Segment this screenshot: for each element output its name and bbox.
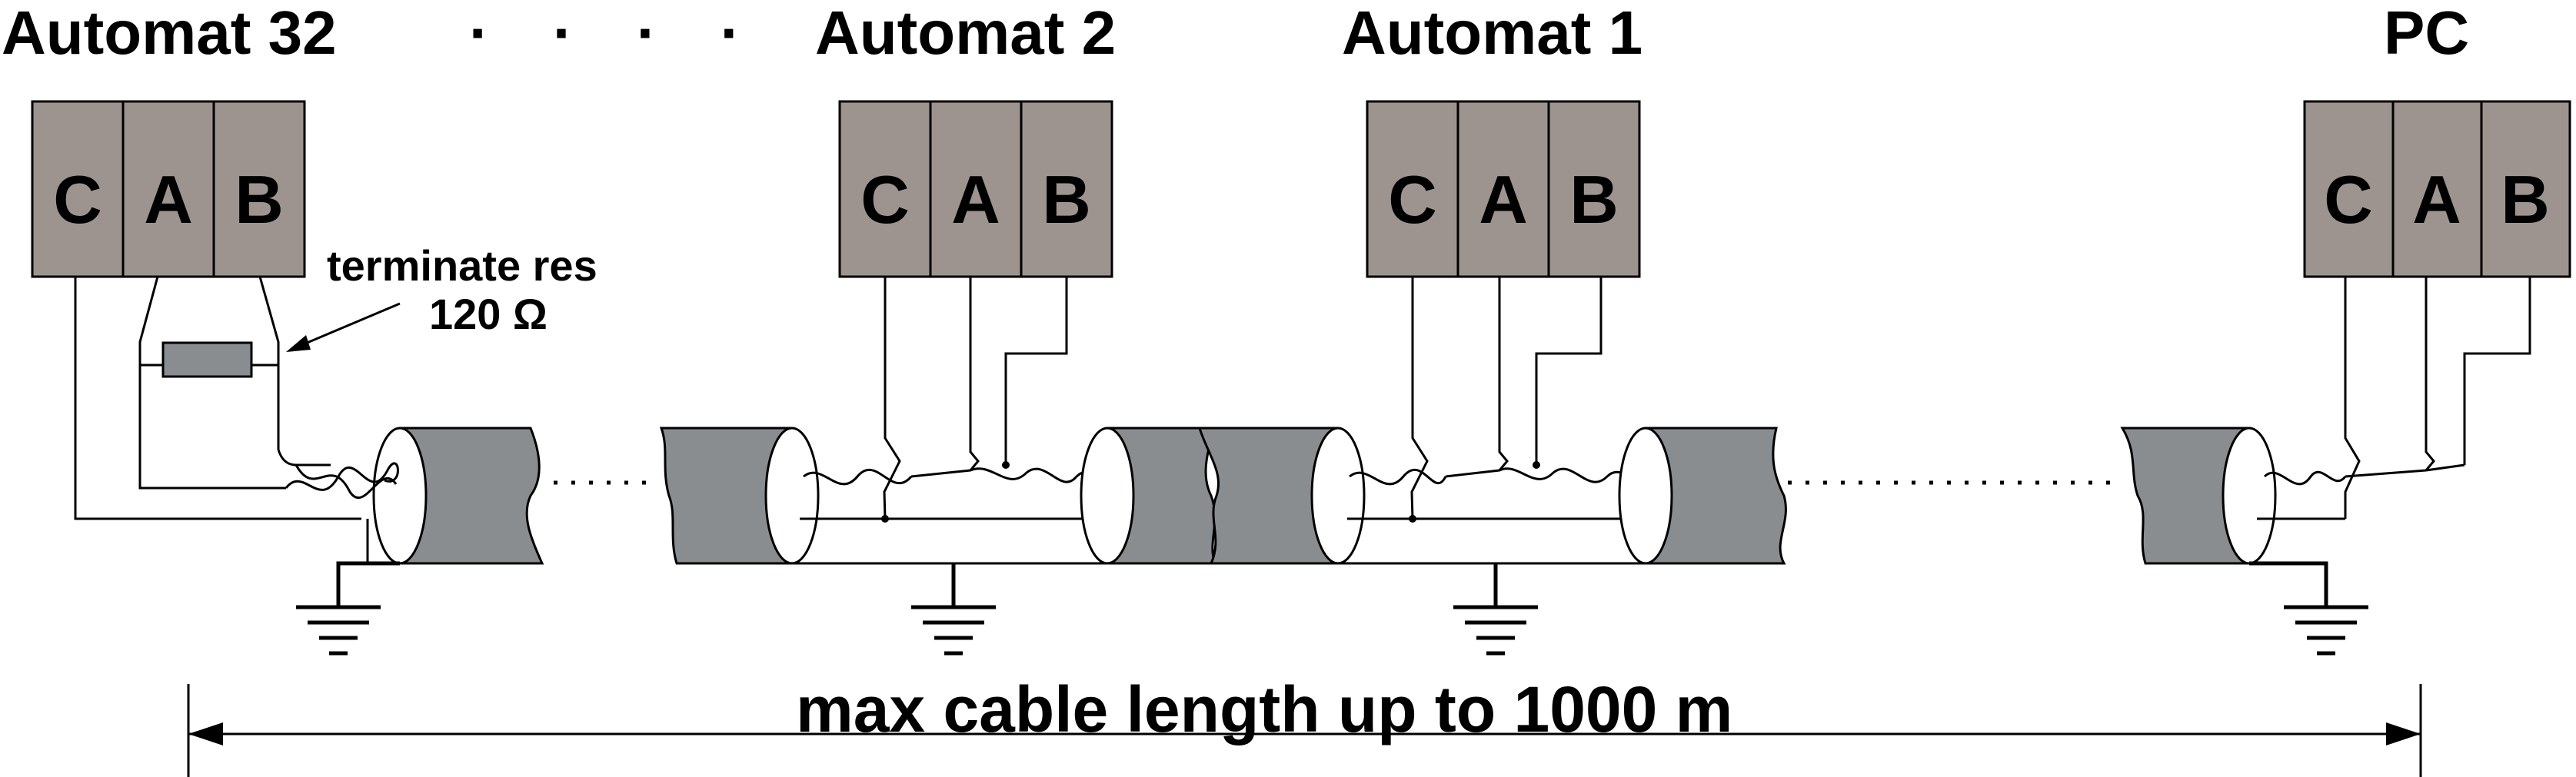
device-pc: C A B xyxy=(2303,100,2571,278)
device-automat1: C A B xyxy=(1366,100,1641,278)
device-automat32: C A B xyxy=(31,100,306,278)
terminal-c-label: C xyxy=(860,161,910,237)
cable-segment-3-left xyxy=(1197,427,1652,565)
dimension-arrow-left xyxy=(188,722,223,745)
terminal-b-box xyxy=(2480,100,2571,278)
automat32-wiring xyxy=(74,276,361,520)
terminator-label-line1: terminate res xyxy=(327,241,597,290)
dimension-line xyxy=(187,684,2422,777)
terminal-b-box xyxy=(1547,100,1641,278)
terminal-b-label: B xyxy=(235,161,284,237)
terminal-a-box xyxy=(121,100,215,278)
terminal-a-label: A xyxy=(951,161,1000,237)
terminal-b-box xyxy=(1020,100,1113,278)
cable-segment-2-right xyxy=(1080,427,1217,565)
pc-wiring xyxy=(2344,277,2531,519)
terminator-label-line2: 120 Ω xyxy=(429,290,547,338)
terminal-a-label: A xyxy=(144,161,193,237)
terminal-a-label: A xyxy=(1479,161,1528,237)
device-title-automat32: Automat 32 xyxy=(2,0,337,67)
terminating-resistor xyxy=(161,341,253,378)
terminator-arrow xyxy=(286,302,401,352)
device-automat2: C A B xyxy=(838,100,1113,278)
terminal-c-box xyxy=(31,100,125,278)
ground-symbol-4 xyxy=(2249,561,2368,656)
terminal-c-label: C xyxy=(1388,161,1437,237)
ground-symbol-3 xyxy=(1453,563,1538,656)
terminal-a-label: A xyxy=(2412,161,2461,237)
terminal-c-label: C xyxy=(53,161,102,237)
cable-segment-3-right xyxy=(1618,427,1787,565)
terminal-c-box xyxy=(2303,100,2395,278)
terminal-b-label: B xyxy=(1569,161,1619,237)
cable-segment-4 xyxy=(2120,427,2347,565)
cable-segment-1 xyxy=(285,427,544,565)
dimension-arrow-right xyxy=(2386,722,2421,745)
terminal-c-label: C xyxy=(2324,161,2373,237)
ground-symbol-1 xyxy=(296,561,400,656)
device-title-automat1: Automat 1 xyxy=(1342,0,1642,67)
automat1-wiring xyxy=(1409,277,1655,523)
terminal-b-label: B xyxy=(1042,161,1091,237)
terminal-b-box xyxy=(212,100,306,278)
terminal-b-label: B xyxy=(2501,161,2550,237)
terminal-a-box xyxy=(1456,100,1550,278)
cable-segment-2-left xyxy=(659,427,1129,565)
dimension-label: max cable length up to 1000 m xyxy=(796,673,1732,745)
device-title-pc: PC xyxy=(2384,0,2469,67)
header-ellipsis: · · · · xyxy=(469,0,764,67)
terminal-a-box xyxy=(929,100,1023,278)
device-title-automat2: Automat 2 xyxy=(815,0,1116,67)
ground-symbol-2 xyxy=(911,563,996,656)
